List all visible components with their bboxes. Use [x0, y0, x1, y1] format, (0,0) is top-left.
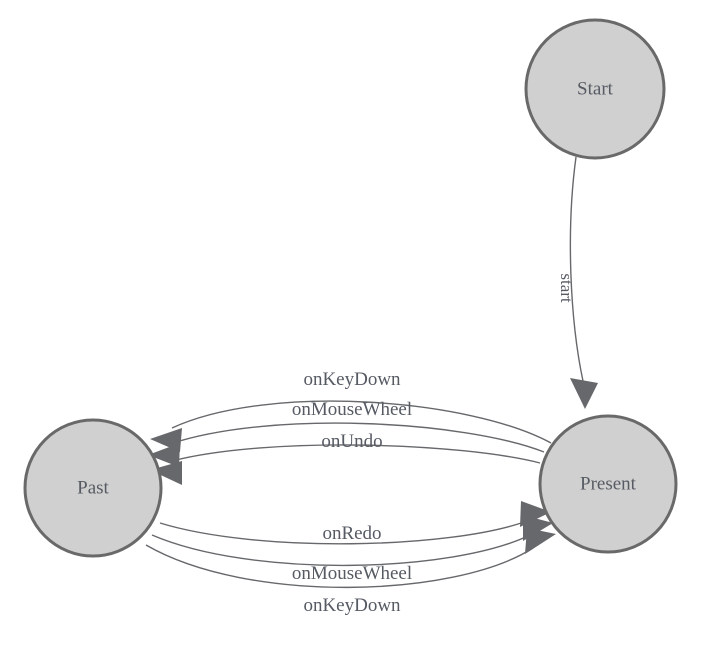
edge-label-past-present-onkeydown: onKeyDown	[303, 595, 401, 616]
edge-present-to-past-onundo[interactable]: onUndo	[150, 431, 541, 485]
edge-present-to-past-onundo-arrowhead	[150, 461, 182, 485]
edge-start-to-present[interactable]: start	[557, 156, 598, 409]
edge-present-to-past-onundo-path	[171, 444, 541, 464]
edge-label-present-past-onmousewheel: onMouseWheel	[292, 399, 412, 420]
edge-present-to-past-onmousewheel-path	[169, 422, 545, 453]
edge-label-start: start	[557, 273, 576, 303]
edge-label-past-present-onmousewheel: onMouseWheel	[292, 563, 412, 584]
node-start[interactable]: Start	[524, 18, 666, 160]
node-present[interactable]: Present	[538, 414, 678, 554]
node-past-label: Past	[77, 477, 109, 498]
edge-label-present-past-onundo: onUndo	[321, 431, 382, 452]
node-present-label: Present	[580, 473, 637, 494]
edge-past-to-present-onkeydown[interactable]: onKeyDown	[145, 528, 556, 616]
edge-label-past-present-onredo: onRedo	[322, 523, 381, 544]
edge-past-to-present-onredo-path	[159, 520, 528, 545]
edge-start-to-present-arrowhead	[570, 378, 598, 409]
node-past[interactable]: Past	[23, 418, 163, 558]
edge-label-present-past-onkeydown: onKeyDown	[303, 369, 401, 390]
node-present-circle	[538, 414, 678, 554]
node-start-label: Start	[577, 78, 614, 99]
edge-past-to-present-onkeydown-arrowhead	[525, 528, 556, 554]
edge-past-to-present-onredo[interactable]: onRedo	[159, 501, 551, 545]
edge-start-to-present-path	[569, 156, 584, 382]
node-start-circle	[524, 18, 666, 160]
node-past-circle	[23, 418, 163, 558]
edge-past-to-present-onkeydown-path	[145, 544, 534, 589]
edge-past-to-present-onmousewheel-path	[151, 534, 531, 567]
edge-present-to-past-onkeydown-path	[171, 400, 552, 444]
